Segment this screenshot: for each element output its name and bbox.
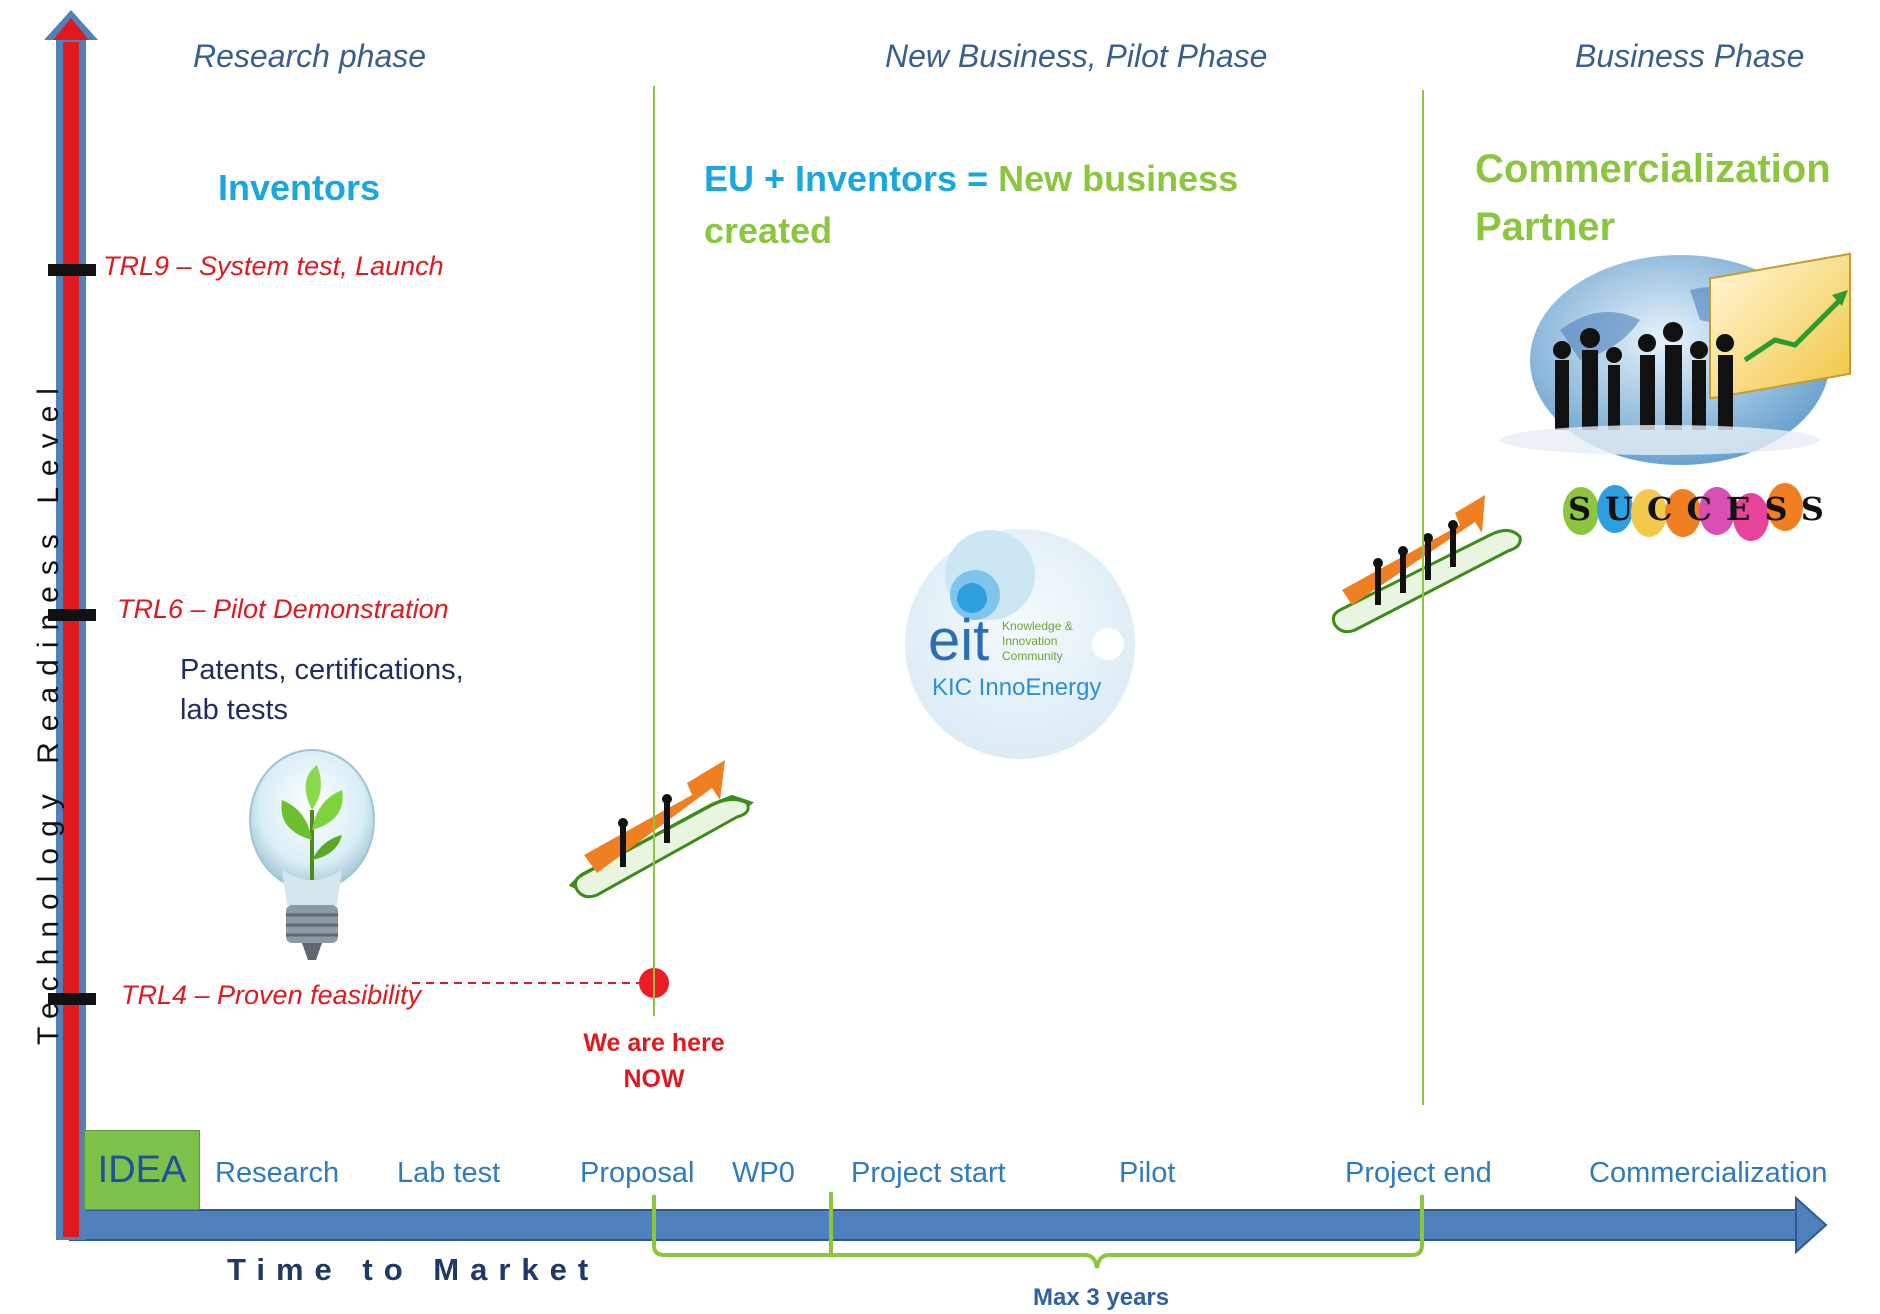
eit-sub-line2: Innovation: [1002, 634, 1058, 648]
stage-project-start: Project start: [851, 1157, 1006, 1189]
eit-logo-subtext: Knowledge & Innovation Community: [1002, 619, 1073, 664]
phase-business-title: Business Phase: [1575, 38, 1805, 74]
stage-research: Research: [215, 1157, 340, 1189]
we-are-here-note: We are here NOW: [554, 1025, 754, 1097]
trl6-label: TRL6 – Pilot Demonstration: [117, 594, 449, 624]
trl9-label: TRL9 – System test, Launch: [103, 251, 444, 281]
escalator-icon: [568, 760, 754, 899]
globe-chart-icon: [1500, 252, 1851, 465]
stage-commercialization: Commercialization: [1589, 1157, 1828, 1189]
escalator-icon: [1331, 495, 1522, 634]
new-business-label-line1: New business: [998, 158, 1239, 199]
stage-project-end: Project end: [1345, 1157, 1492, 1189]
x-axis-label: Time to Market: [227, 1252, 600, 1287]
patents-note-line1: Patents, certifications,: [180, 654, 464, 686]
phase-research-title: Research phase: [193, 38, 427, 74]
phase-divider-pilot-business: [1422, 90, 1424, 1105]
stage-idea: IDEA: [84, 1130, 200, 1210]
success-word: SUCCESS: [1568, 490, 1838, 528]
eit-sub-line3: Community: [1002, 649, 1063, 663]
trl4-label: TRL4 – Proven feasibility: [121, 980, 422, 1010]
eu-plus-inventors-label: EU + Inventors =: [704, 158, 989, 199]
duration-label: Max 3 years: [1033, 1284, 1170, 1311]
actor-eu-inventors: EU + Inventors = New business created: [704, 153, 1238, 257]
trl9-tick: [48, 264, 96, 276]
patents-note: Patents, certifications, lab tests: [180, 650, 464, 730]
time-axis-arrow: [69, 1195, 1828, 1255]
stage-lab-test: Lab test: [397, 1157, 501, 1189]
actor-commercialization-partner: Commercialization Partner: [1475, 140, 1831, 256]
trl4-tick: [48, 993, 96, 1005]
we-are-here-line1: We are here: [583, 1029, 725, 1057]
trl-axis-arrow: [44, 10, 98, 1240]
duration-brace: [652, 1195, 1424, 1269]
stage-proposal: Proposal: [580, 1157, 695, 1189]
eit-logo-icon: [905, 529, 1135, 759]
actor-inventors: Inventors: [218, 167, 381, 208]
kic-innoenergy-label: KIC InnoEnergy: [932, 674, 1102, 701]
success-badge-icon: [1563, 483, 1803, 541]
y-axis-label: Technology Readiness Level: [32, 377, 65, 1045]
lightbulb-plant-icon: [249, 749, 375, 960]
stage-pilot: Pilot: [1119, 1157, 1176, 1189]
phase-pilot-title: New Business, Pilot Phase: [885, 38, 1268, 74]
new-business-label-line2: created: [704, 210, 833, 251]
success-text: SUCCESS: [1568, 490, 1838, 528]
we-are-here-line2: NOW: [623, 1065, 685, 1093]
patents-note-line2: lab tests: [180, 694, 288, 726]
phase-divider-research-pilot: [653, 86, 655, 1016]
trl6-tick: [48, 609, 96, 621]
eit-logo-text: eit: [928, 608, 990, 673]
partner-label-line2: Partner: [1475, 205, 1616, 249]
eit-sub-line1: Knowledge &: [1002, 619, 1073, 633]
stage-wp0: WP0: [732, 1157, 795, 1189]
partner-label-line1: Commercialization: [1475, 147, 1831, 191]
